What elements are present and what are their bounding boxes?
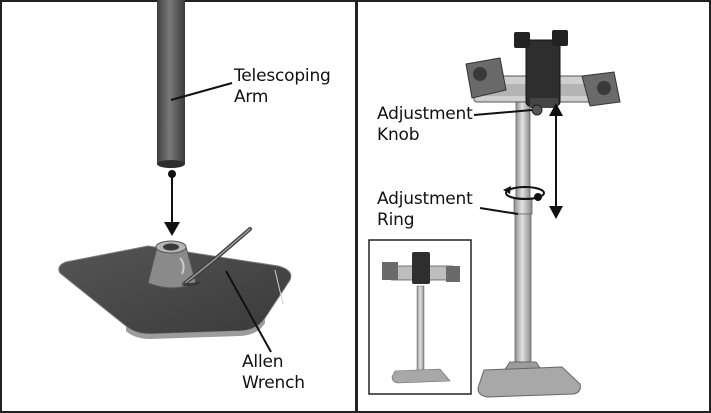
- telescoping-arm-label: Telescoping Arm: [234, 66, 331, 108]
- allen-wrench-label-line2: Wrench: [242, 373, 305, 393]
- adjustment-knob-label-line1: Adjustment: [377, 104, 473, 124]
- height-adjust-arrow: [549, 103, 563, 219]
- right-panel: [368, 30, 621, 398]
- adjustment-knob-label-line2: Knob: [377, 125, 420, 145]
- allen-wrench-label: Allen Wrench: [242, 352, 305, 394]
- panel-divider: [355, 0, 358, 413]
- adjustment-knob: [531, 104, 543, 116]
- allen-wrench: [182, 227, 252, 287]
- stand-pole: [502, 99, 544, 376]
- adjustment-ring-label-line1: Adjustment: [377, 189, 473, 209]
- telescoping-arm: [157, 0, 185, 168]
- adjustment-knob-leader: [473, 109, 533, 116]
- allen-wrench-leader: [225, 270, 272, 353]
- adjustment-ring-leader: [479, 207, 519, 215]
- adjustment-knob-label: Adjustment Knob: [377, 104, 473, 146]
- base-plate: [58, 245, 292, 339]
- stand-base: [477, 366, 581, 398]
- insert-arrow: [164, 170, 180, 236]
- allen-wrench-label-line1: Allen: [242, 352, 284, 372]
- adjustment-ring-label: Adjustment Ring: [377, 189, 473, 231]
- inset-view: [368, 239, 472, 395]
- holder-tray: [465, 30, 621, 116]
- adjustment-ring-label-line2: Ring: [377, 210, 415, 230]
- ring-rotation-indicator: [503, 186, 545, 201]
- left-panel: [58, 0, 292, 353]
- telescoping-arm-leader: [170, 82, 233, 101]
- telescoping-arm-label-line1: Telescoping: [234, 66, 331, 86]
- telescoping-arm-label-line2: Arm: [234, 87, 269, 107]
